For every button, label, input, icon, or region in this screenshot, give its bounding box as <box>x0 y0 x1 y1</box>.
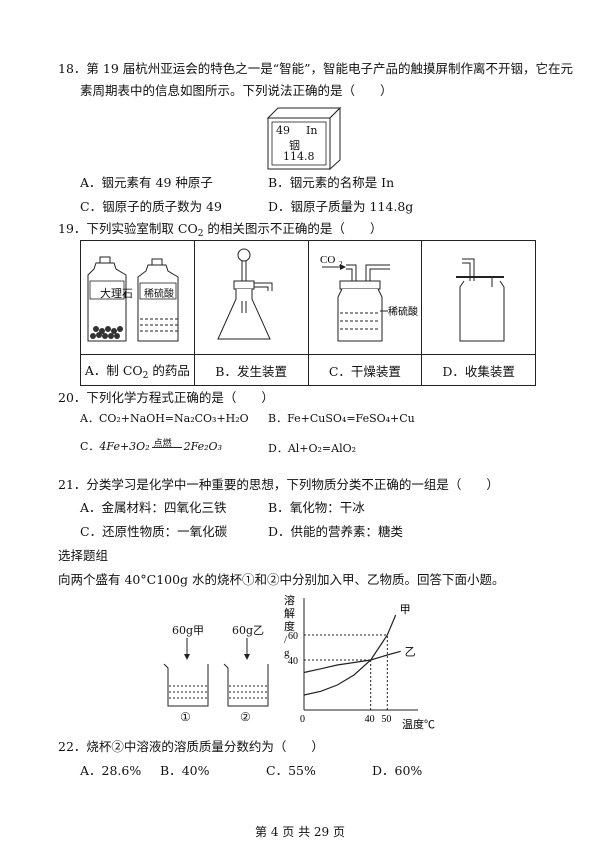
co2-label: CO <box>320 254 335 266</box>
q19-caption-a[interactable]: A．制 CO2 的药品 <box>80 354 195 386</box>
q19-cell-c: CO 2 稀硫酸 <box>307 240 423 355</box>
beaker2-number: ② <box>240 710 251 724</box>
q18-stem-line1: 18．第 19 届杭州亚运会的特色之一是“智能”，智能电子产品的触摸屏制作离不开… <box>58 61 574 76</box>
series-line-1 <box>303 614 397 696</box>
element-symbol: In <box>306 124 318 137</box>
q20-stem: 20．下列化学方程式正确的是（ ） <box>58 390 274 405</box>
q21-stem: 21．分类学习是化学中一种重要的思想，下列物质分类不正确的一组是（ ） <box>58 477 499 492</box>
collection-bottle-figure <box>455 258 505 342</box>
element-name: 铟 <box>289 139 300 152</box>
q19-caption-b[interactable]: B．发生装置 <box>193 354 309 386</box>
q22-stem: 22．烧杯②中溶液的溶质质量分数约为（ ） <box>58 739 324 754</box>
q22-option-a[interactable]: A．28.6% <box>80 763 142 778</box>
co2-sub-label: 2 <box>339 260 343 268</box>
q21-option-d[interactable]: D．供能的营养素：糖类 <box>268 524 404 539</box>
group-title: 选择题组 <box>58 548 109 563</box>
q19-figure-table: CO 2 稀硫酸 <box>80 240 536 386</box>
beakers-figure <box>163 638 269 707</box>
origin-label: 0 <box>300 714 305 725</box>
x-tick-label: 50 <box>381 714 391 725</box>
series-label-2: 乙 <box>405 645 416 658</box>
page-footer: 第 4 页 共 29 页 <box>255 825 345 839</box>
generator-flask-figure <box>217 248 273 340</box>
y-axis-label-char: g <box>284 647 290 659</box>
series-line-2 <box>303 650 401 674</box>
y-axis-label-char: / <box>284 634 288 646</box>
q20-option-b[interactable]: B．Fe+CuSO₄=FeSO₄+Cu <box>268 412 415 425</box>
beaker2-label: 60g乙 <box>232 624 265 637</box>
q19-cell-d <box>421 240 536 355</box>
reagent-bottles-figure <box>87 256 179 342</box>
q21-option-a[interactable]: A．金属材料：四氧化三铁 <box>80 500 227 515</box>
q18-option-c[interactable]: C．铟原子的质子数为 49 <box>80 199 222 214</box>
y-axis-label-char: 溶 <box>284 593 295 607</box>
beaker1-number: ① <box>180 710 191 724</box>
q19-caption-c[interactable]: C．干燥装置 <box>307 354 423 386</box>
y-axis-label-char: 度 <box>284 619 295 633</box>
element-cell-figure <box>266 106 342 170</box>
q18-option-b[interactable]: B．铟元素的名称是 In <box>268 175 395 190</box>
q19-cell-a <box>80 240 195 355</box>
q18-option-d[interactable]: D．铟原子质量为 114.8g <box>268 199 414 214</box>
drying-bottle-figure: CO 2 稀硫酸 <box>320 254 418 342</box>
element-number: 49 <box>276 124 290 137</box>
q22-option-d[interactable]: D．60% <box>372 763 423 778</box>
group-intro: 向两个盛有 40°C100g 水的烧杯①和②中分别加入甲、乙物质。回答下面小题。 <box>58 572 505 587</box>
element-mass: 114.8 <box>283 150 315 163</box>
q20-option-d[interactable]: D．Al+O₂=AlO₂ <box>268 442 357 455</box>
acid-label: 稀硫酸 <box>388 305 418 318</box>
q21-option-c[interactable]: C．还原性物质：一氧化碳 <box>80 524 228 539</box>
beaker1-label: 60g甲 <box>172 624 205 637</box>
x-axis-label: 温度℃ <box>402 717 435 731</box>
q20-option-a[interactable]: A．CO₂+NaOH=Na₂CO₃+H₂O <box>80 412 249 425</box>
q19-caption-d[interactable]: D．收集装置 <box>421 354 536 386</box>
solubility-chart: 溶解度/g 温度℃ 60 40 0 40 50 甲乙 <box>284 593 435 731</box>
q18-stem-line2: 素周期表中的信息如图所示。下列说法正确的是（ ） <box>80 83 393 98</box>
q19-stem: 19．下列实验室制取 CO2 的相关图示不正确的是（ ） <box>58 221 383 239</box>
ignition-condition: 点燃 <box>153 439 172 449</box>
q22-option-b[interactable]: B．40% <box>160 763 210 778</box>
y-tick-label: 40 <box>288 656 298 667</box>
series-label-1: 甲 <box>400 604 411 616</box>
y-tick-label: 60 <box>288 631 298 642</box>
x-tick-label: 40 <box>365 714 375 725</box>
y-axis-label-char: 解 <box>284 606 295 620</box>
q22-option-c[interactable]: C．55% <box>266 763 316 778</box>
q18-option-a[interactable]: A．铟元素有 49 种原子 <box>80 175 213 190</box>
acid-bottle-label: 稀硫酸 <box>144 289 174 300</box>
q21-option-b[interactable]: B．氧化物：干冰 <box>268 500 365 515</box>
q19-cell-b <box>193 240 309 355</box>
marble-label: 大理石 <box>100 287 133 300</box>
